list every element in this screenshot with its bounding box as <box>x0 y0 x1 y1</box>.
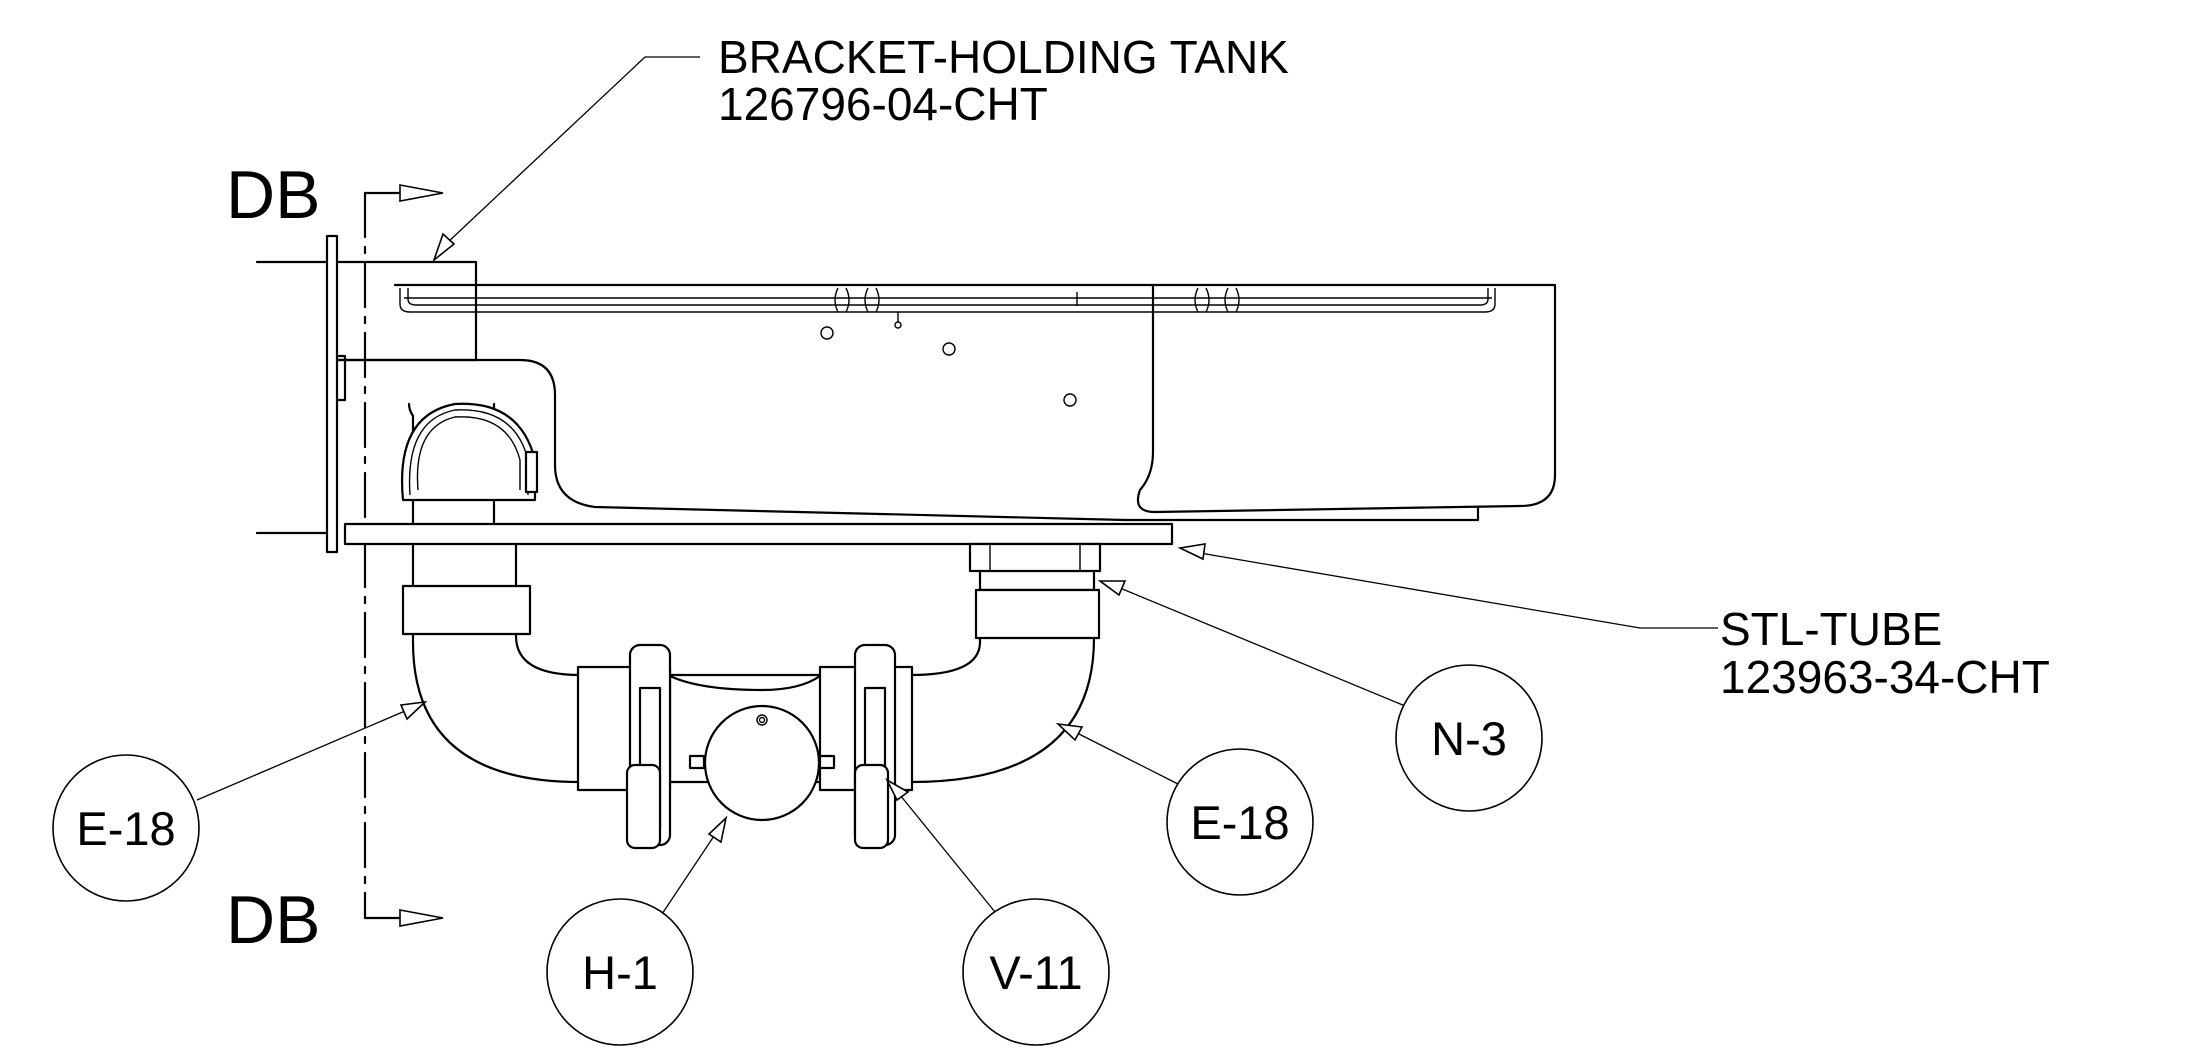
bubble-n3: N-3 <box>1395 664 1543 812</box>
bubble-e18-right-label: E-18 <box>1190 796 1289 849</box>
section-mark-bottom: DB <box>226 882 320 958</box>
callout-leaders <box>196 56 1718 921</box>
bubble-e18-left: E-18 <box>52 754 200 902</box>
tube-callout-part: 123963-34-CHT <box>1720 651 2050 703</box>
left-drain-pipe <box>401 402 539 636</box>
bubble-h1-label: H-1 <box>582 946 658 999</box>
bubble-n3-label: N-3 <box>1431 712 1507 765</box>
bubble-h1: H-1 <box>546 898 694 1046</box>
right-valve <box>853 643 897 850</box>
section-mark-top: DB <box>226 157 320 233</box>
bracket-holding-tank <box>335 260 1127 522</box>
bubble-e18-right: E-18 <box>1166 748 1314 896</box>
left-elbow <box>411 632 582 784</box>
bubble-v11-label: V-11 <box>989 946 1082 999</box>
left-valve <box>625 643 672 850</box>
bracket-callout-part: 126796-04-CHT <box>718 78 1048 130</box>
right-drain-pipe <box>909 542 1102 784</box>
section-cut-line <box>363 184 444 927</box>
wall-plate <box>255 234 347 554</box>
bracket-callout-name: BRACKET-HOLDING TANK <box>718 31 1289 83</box>
tube-callout-name: STL-TUBE <box>1720 603 1942 655</box>
bubble-e18-left-label: E-18 <box>76 802 175 855</box>
cleanout-body <box>688 704 836 822</box>
holding-tank <box>393 283 1557 522</box>
stl-tube <box>343 522 1174 546</box>
bubble-v11: V-11 <box>962 898 1110 1046</box>
